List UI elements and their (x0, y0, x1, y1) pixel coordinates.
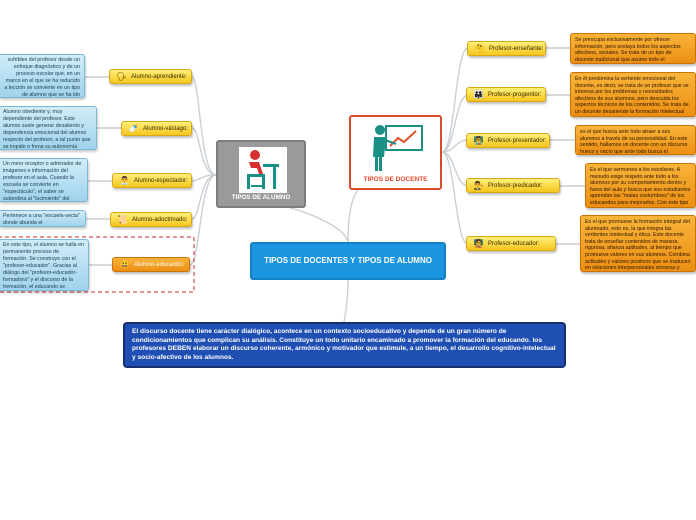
alumno-educando-node[interactable]: 😃 Alumno-educando: (112, 257, 190, 272)
alumno-educando-desc[interactable]: En este tipo, el alumno se halla en perm… (0, 239, 89, 291)
profesor-progenitor-desc[interactable]: En él predomina la vertiente emocional d… (570, 72, 696, 117)
profesor-presentador-desc-text: es el que busca ante todo atraer a sus a… (580, 129, 688, 155)
alumno-hub-label: TIPOS DE ALUMNO (231, 194, 291, 201)
speaking-head-icon: 🗣 (116, 72, 127, 81)
dashed-highlight (0, 236, 195, 293)
profesor-progenitor-desc-text: En él predomina la vertiente emocional d… (575, 76, 689, 116)
alumno-espectador-node[interactable]: 👨‍💼 Alumno-espectador: (112, 173, 192, 188)
judge-icon: 👨‍⚖️ (473, 181, 484, 190)
profesor-ensenante-label: Profesor-enseñante: (489, 45, 544, 52)
summary-note[interactable]: El discurso docente tiene carácter dialó… (123, 322, 566, 368)
alumno-espectador-desc-text: Un mero receptor o admirador de imágenes… (3, 161, 82, 202)
alumno-adoctrinado-desc[interactable]: Pertenece a una "escuela-secta" donde ab… (0, 210, 86, 227)
office-worker-icon: 👨‍💼 (119, 176, 130, 185)
alumno-vastago-label: Alumno-vástago: (143, 125, 189, 132)
alumno-adoctrinado-desc-text: Pertenece a una "escuela-secta" donde ab… (3, 213, 80, 226)
profesor-progenitor-label: Profesor-progenitor: (488, 91, 542, 98)
central-topic[interactable]: TIPOS DE DOCENTES Y TIPOS DE ALUMNO (250, 242, 446, 280)
profesor-presentador-desc[interactable]: es el que busca ante todo atraer a sus a… (575, 125, 696, 155)
baby-bottle-icon: 🍼 (128, 124, 139, 133)
docente-hub[interactable]: TIPOS DE DOCENTE (349, 115, 442, 190)
family-icon: 👨‍👩‍👧 (473, 90, 484, 99)
profesor-educador-node[interactable]: 🧑‍🏫 Profesor-educador: (466, 236, 556, 251)
alumno-aprendiente-node[interactable]: 🗣 Alumno-aprendiente: (109, 69, 192, 84)
alumno-aprendiente-desc[interactable]: sufribles del profesor desde un enfoque … (0, 54, 85, 98)
teacher-person-icon: 👨‍🏫 (473, 136, 484, 145)
alumno-adoctrinado-node[interactable]: 📜 Alumno-adoctrinado: (110, 212, 192, 227)
alumno-espectador-label: Alumno-espectador: (134, 177, 188, 184)
alumno-aprendiente-label: Alumno-aprendiente: (131, 73, 187, 80)
profesor-predicador-label: Profesor-predicador: (488, 182, 543, 189)
profesor-educador-desc[interactable]: Es el que promueve la formación integral… (580, 215, 696, 272)
profesor-ensenante-desc-text: Se preocupa exclusivamente por ofrecer i… (575, 37, 681, 63)
scroll-icon: 📜 (117, 215, 128, 224)
profesor-progenitor-node[interactable]: 👨‍👩‍👧 Profesor-progenitor: (466, 87, 546, 102)
profesor-presentador-label: Profesor-presentador: (488, 137, 547, 144)
alumno-educando-label: Alumno-educando: (134, 261, 185, 268)
alumno-hub[interactable]: TIPOS DE ALUMNO (216, 140, 306, 208)
profesor-presentador-node[interactable]: 👨‍🏫 Profesor-presentador: (466, 133, 550, 148)
alumno-adoctrinado-label: Alumno-adoctrinado: (132, 216, 188, 223)
alumno-vastago-desc-text: Alumno obediente y, muy dependiente del … (3, 109, 91, 150)
docente-hub-label: TIPOS DE DOCENTE (363, 176, 428, 183)
alumno-vastago-desc[interactable]: Alumno obediente y, muy dependiente del … (0, 106, 97, 150)
alumno-educando-desc-text: En este tipo, el alumno se halla en perm… (3, 242, 84, 290)
student-desk-icon (239, 147, 287, 193)
profesor-educador-label: Profesor-educador: (488, 240, 540, 247)
alumno-espectador-desc[interactable]: Un mero receptor o admirador de imágenes… (0, 158, 88, 202)
alumno-vastago-node[interactable]: 🍼 Alumno-vástago: (121, 121, 192, 136)
alumno-aprendiente-desc-text: sufribles del profesor desde un enfoque … (4, 57, 80, 98)
educator-icon: 🧑‍🏫 (473, 239, 484, 248)
central-topic-title: TIPOS DE DOCENTES Y TIPOS DE ALUMNO (264, 256, 432, 265)
thinking-face-icon: 🤔 (474, 44, 485, 53)
profesor-ensenante-node[interactable]: 🤔 Profesor-enseñante: (467, 41, 546, 56)
profesor-educador-desc-text: Es el que promueve la formación integral… (585, 219, 691, 272)
profesor-predicador-node[interactable]: 👨‍⚖️ Profesor-predicador: (466, 178, 560, 193)
profesor-predicador-desc[interactable]: Es el que sermonea a los escolares. A me… (585, 163, 696, 208)
profesor-ensenante-desc[interactable]: Se preocupa exclusivamente por ofrecer i… (570, 33, 696, 64)
smiling-face-icon: 😃 (119, 260, 130, 269)
summary-note-text: El discurso docente tiene carácter dialó… (132, 328, 556, 361)
profesor-predicador-desc-text: Es el que sermonea a los escolares. A me… (590, 167, 691, 207)
teacher-icon (368, 122, 426, 174)
